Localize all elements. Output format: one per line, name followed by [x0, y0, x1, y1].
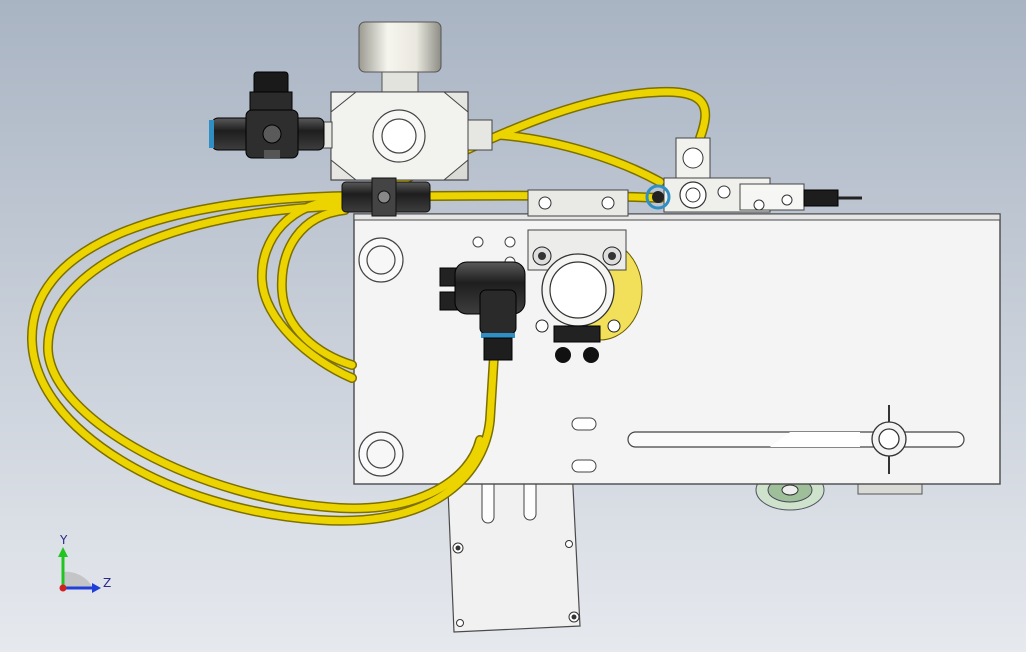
pneumatic-tubes	[26, 86, 711, 526]
plate-slot-upper	[571, 417, 597, 431]
bracket-hole	[565, 540, 573, 548]
fitting-ring-left	[209, 120, 214, 148]
fitting-ring-right	[645, 184, 671, 210]
cylinder-mount	[527, 189, 643, 363]
z-axis-label: Z	[103, 576, 111, 590]
bracket-hole-lower	[456, 619, 464, 627]
y-axis-label: Y	[59, 533, 68, 547]
proximity-sensor	[803, 189, 839, 207]
coordinate-triad: Y Z	[58, 533, 111, 593]
fitting-ring-elbow	[481, 333, 515, 338]
main-plate	[353, 213, 1001, 485]
shutoff-valve	[209, 71, 325, 159]
manifold-block	[319, 21, 493, 217]
elbow-fittings	[439, 261, 526, 361]
plate-slot-lower	[571, 459, 597, 473]
slot-pin	[871, 405, 907, 474]
pressure-gauge	[358, 21, 442, 73]
right-valve-assembly	[645, 137, 862, 213]
x-axis-origin	[59, 584, 67, 592]
